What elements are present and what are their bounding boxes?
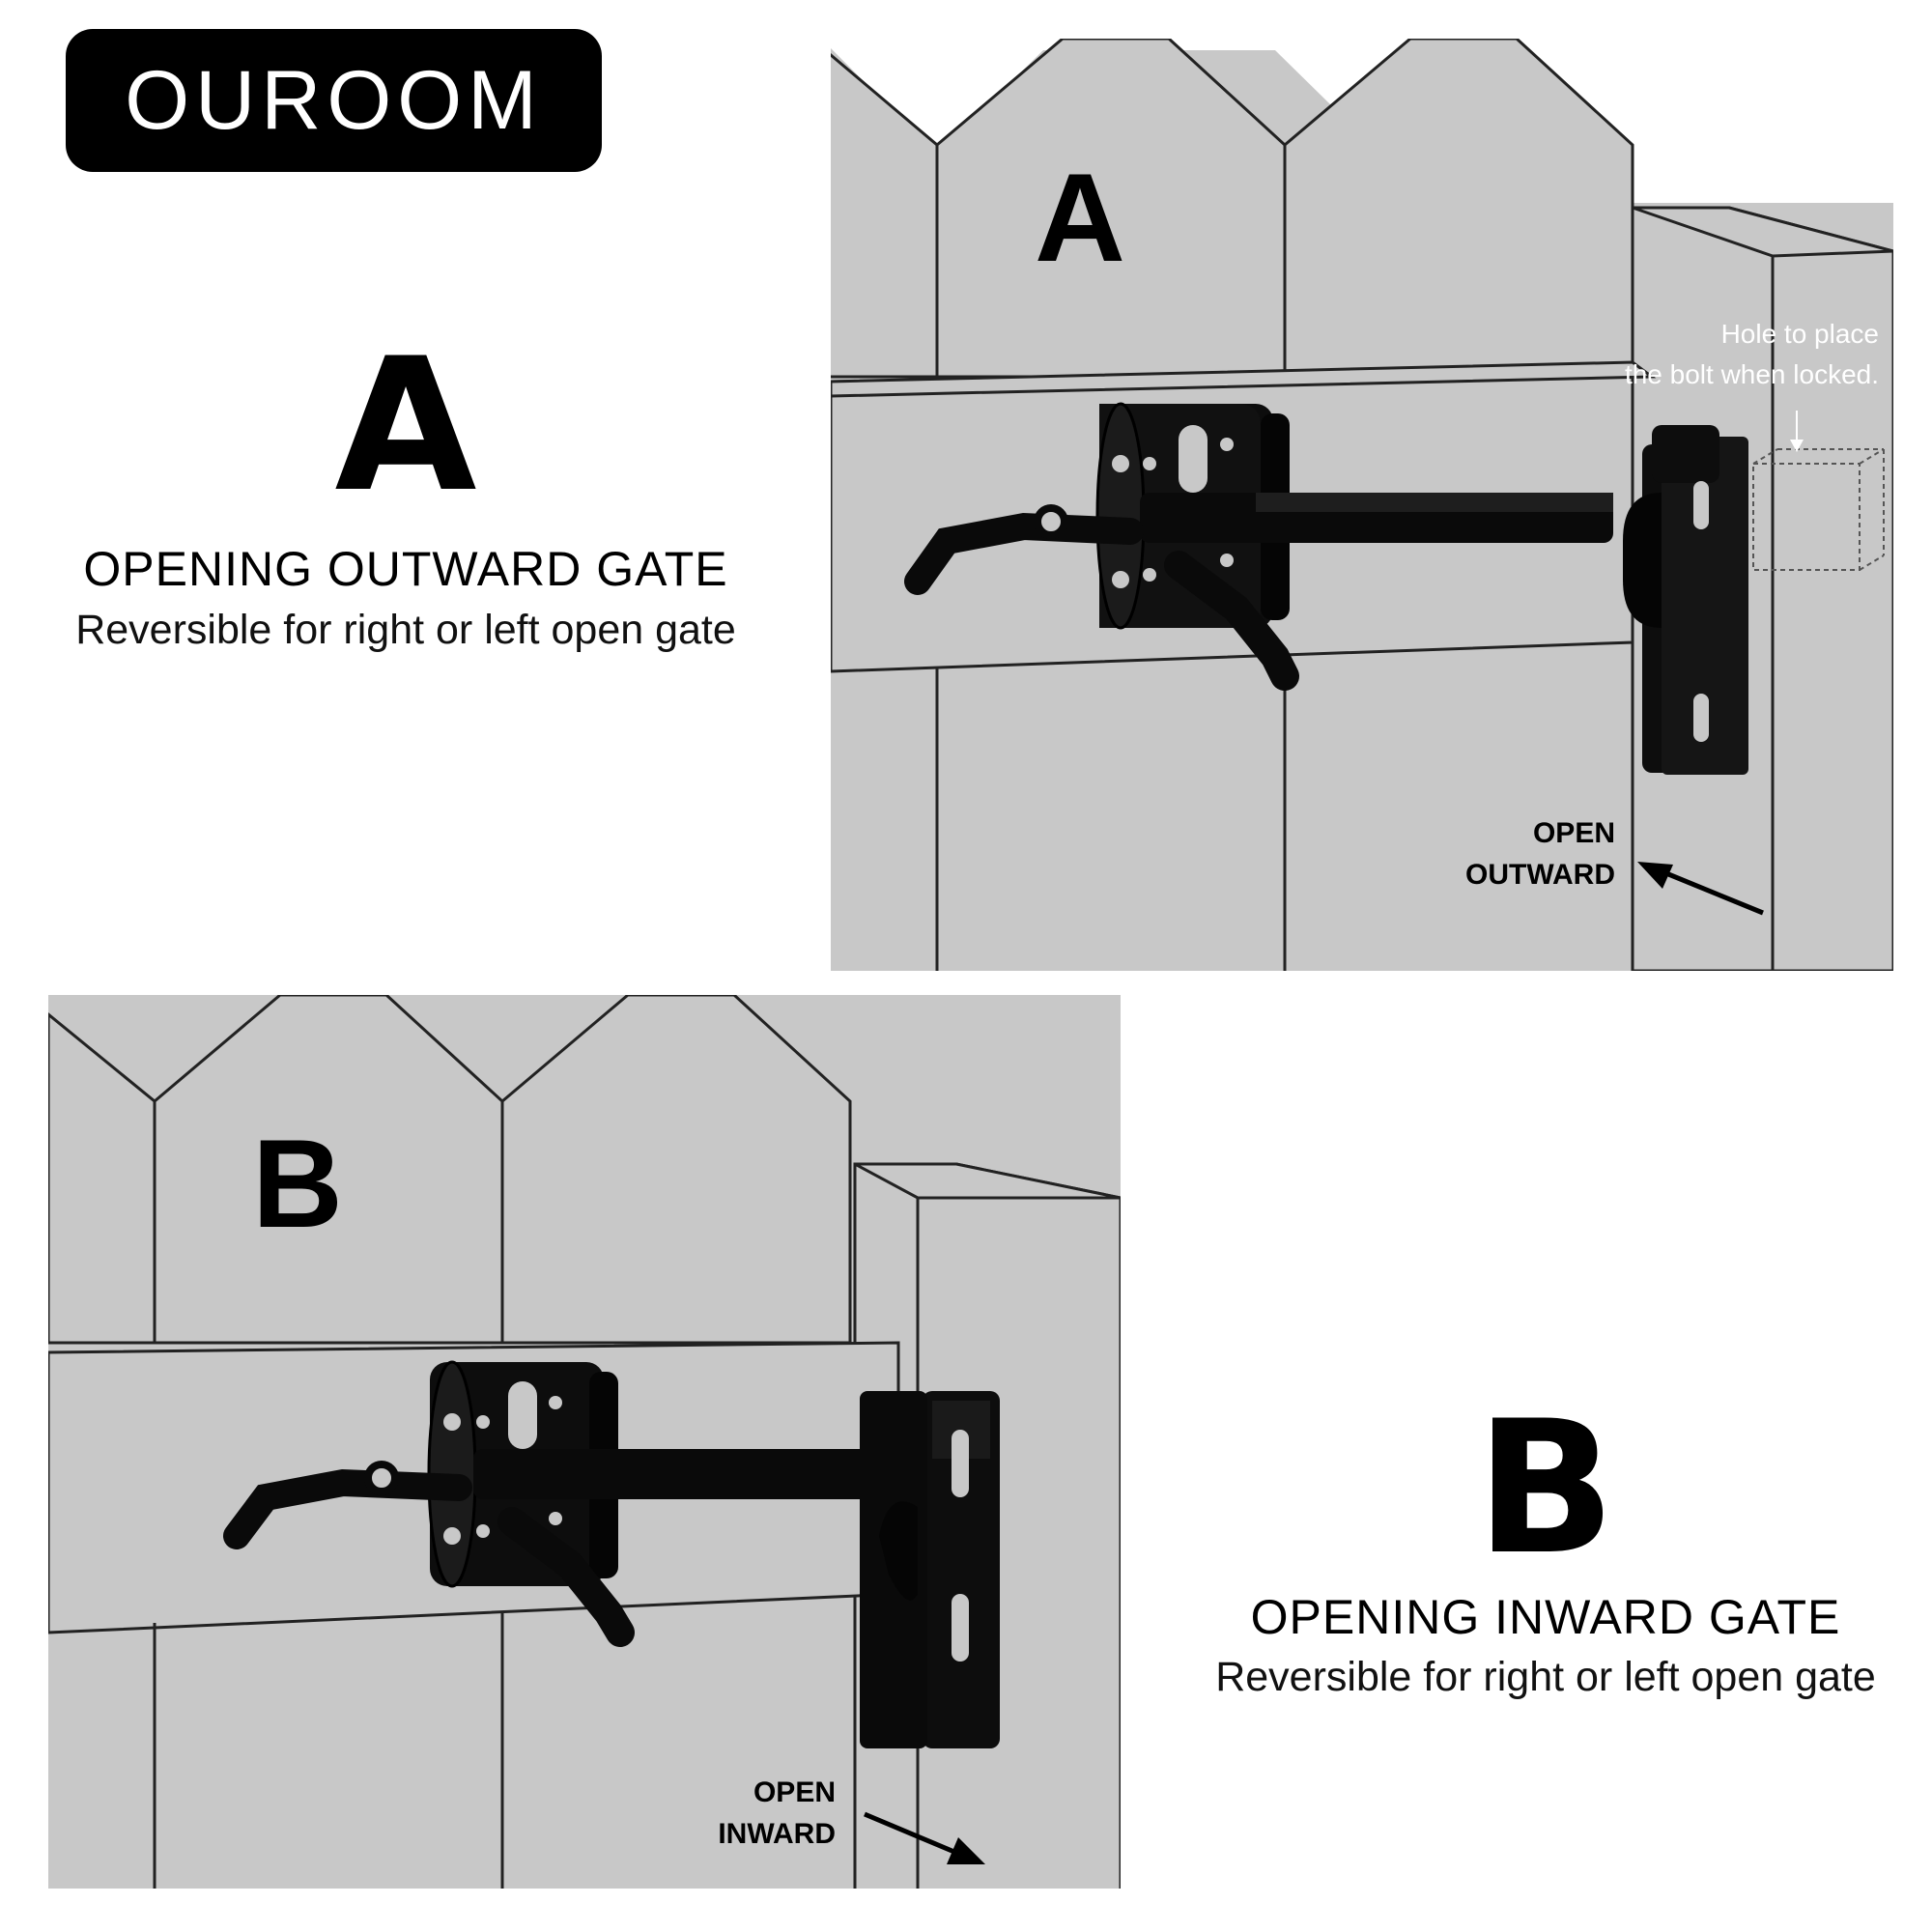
strike-plate-b: [860, 1391, 1000, 1748]
section-a-title: OPENING OUTWARD GATE: [83, 542, 728, 596]
open-inward-label-line2: INWARD: [718, 1818, 836, 1850]
section-b-subtitle: Reversible for right or left open gate: [1215, 1654, 1876, 1700]
latch-handle-b: [223, 1461, 472, 1549]
open-outward-arrow: [1637, 862, 1764, 916]
panel-a-letter: A: [1035, 147, 1125, 288]
open-outward-label-line1: OPEN: [1533, 817, 1615, 849]
section-b-title: OPENING INWARD GATE: [1250, 1590, 1841, 1644]
gate-illustration-b: B OPEN INWARD: [48, 995, 1121, 1893]
latch-bolt-a: [1140, 493, 1613, 543]
hole-label-line2: the bolt when locked.: [1625, 359, 1879, 389]
latch-lever-a: [1164, 551, 1299, 691]
gate-illustration-a: A: [831, 39, 1893, 971]
brand-name: OUROOM: [125, 53, 543, 147]
section-a-letter: A: [334, 319, 477, 532]
hole-pointer-arrow: [1790, 411, 1804, 452]
open-outward-label-line2: OUTWARD: [1465, 859, 1615, 891]
latch-handle-a: [904, 504, 1144, 595]
panel-bottom-edge: [48, 1889, 1121, 1893]
latch-housing-a: [1095, 402, 1290, 630]
open-inward-arrow: [864, 1811, 985, 1864]
strike-plate-a: [1623, 425, 1748, 775]
panel-b-letter: B: [252, 1113, 343, 1254]
section-b-letter: B: [1475, 1381, 1616, 1595]
latch-bolt-b: [473, 1449, 889, 1499]
brand-logo: OUROOM: [66, 29, 602, 172]
hole-outline: [1752, 448, 1885, 571]
section-a-subtitle: Reversible for right or left open gate: [75, 607, 736, 653]
latch-lever-b: [497, 1507, 635, 1647]
open-inward-label-line1: OPEN: [753, 1776, 836, 1808]
hole-label-line1: Hole to place: [1721, 319, 1879, 349]
